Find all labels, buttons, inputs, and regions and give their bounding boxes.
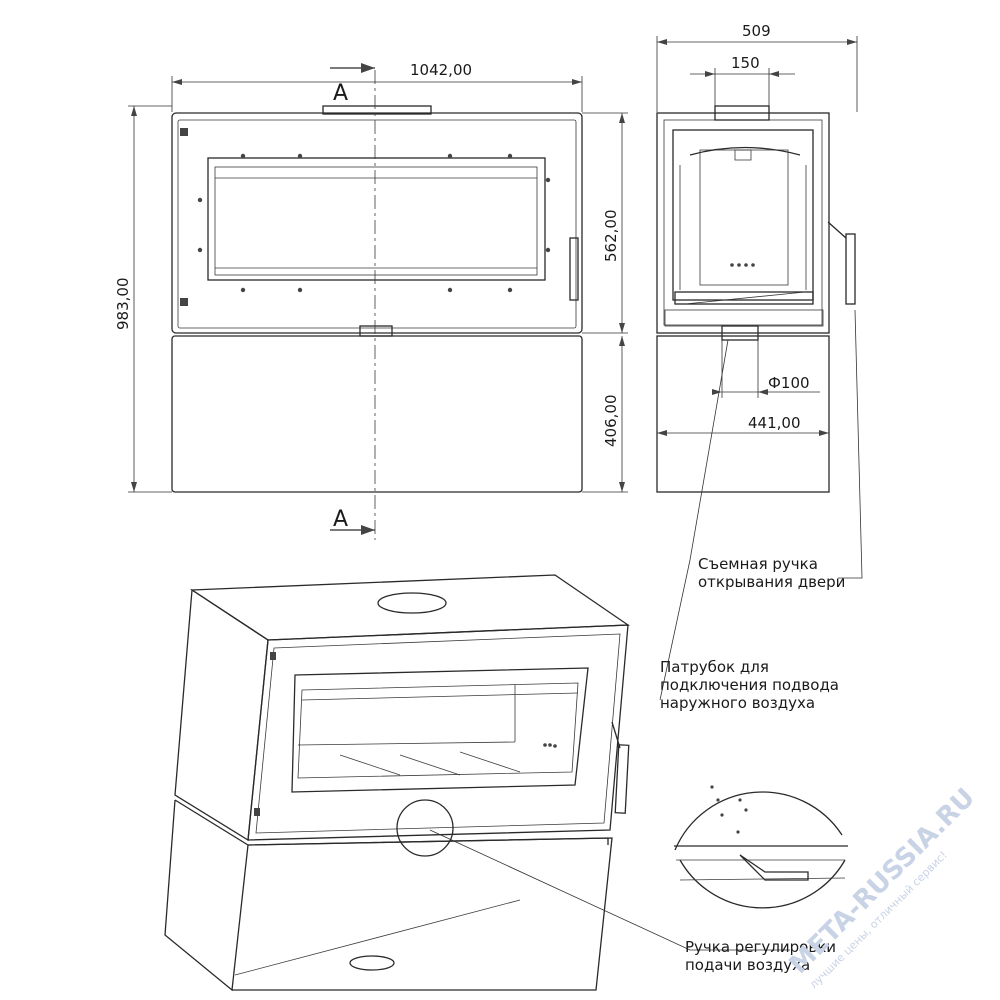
- dimension-width: 1042,00: [171, 61, 583, 112]
- section-label-top: A: [333, 81, 348, 106]
- callout-air-pipe-line1: Патрубок для: [660, 658, 769, 676]
- section-label-bottom: A: [333, 507, 348, 532]
- callout-handle-line2: открывания двери: [698, 573, 845, 591]
- dim-flue-offset-label: 150: [731, 54, 760, 72]
- isometric-view: [164, 574, 630, 992]
- callout-air-control-line1: Ручка регулировки: [685, 938, 836, 956]
- dimension-air-pipe-diameter: Ф100: [712, 340, 820, 398]
- section-mark-top: A: [330, 63, 375, 106]
- dimension-upper-height: 562,00: [582, 112, 628, 334]
- watermark: META-RUSSIA.RU лучшие цены, отличный сер…: [784, 783, 981, 992]
- callout-air-pipe-line3: наружного воздуха: [660, 694, 815, 712]
- dimension-lower-height: 406,00: [582, 336, 628, 493]
- dimension-total-height: 983,00: [114, 105, 172, 493]
- callout-air-control-line2: подачи воздуха: [685, 956, 810, 974]
- dim-depth-label: 509: [742, 22, 771, 40]
- front-view: [171, 70, 583, 540]
- section-mark-bottom: A: [330, 507, 375, 535]
- dimension-flue-offset: 150: [690, 54, 795, 106]
- dim-air-pipe-diameter-label: Ф100: [768, 374, 810, 392]
- side-view: [656, 105, 856, 493]
- dim-width-label: 1042,00: [410, 61, 472, 79]
- dimension-air-pipe-offset: 441,00: [657, 414, 829, 436]
- detail-view-air-control: [674, 785, 848, 909]
- watermark-brand: META-RUSSIA.RU: [784, 783, 981, 980]
- leader-lines: [429, 309, 863, 951]
- callout-handle-line1: Съемная ручка: [698, 555, 818, 573]
- dimension-depth: 509: [656, 22, 858, 112]
- dim-upper-height-label: 562,00: [602, 210, 620, 263]
- callout-air-pipe-line2: подключения подвода: [660, 676, 839, 694]
- dim-total-height-label: 983,00: [114, 278, 132, 331]
- dim-lower-height-label: 406,00: [602, 395, 620, 448]
- dim-air-pipe-offset-label: 441,00: [748, 414, 801, 432]
